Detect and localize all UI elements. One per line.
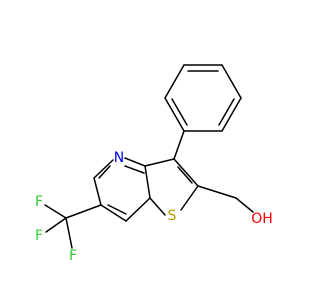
double-bond-inner (218, 98, 235, 126)
bond (93, 177, 102, 206)
bond (221, 97, 242, 132)
sulfur-label: S (168, 208, 177, 224)
bond (197, 185, 237, 199)
double-bond-inner (171, 98, 188, 126)
bond (235, 197, 254, 213)
bond (124, 157, 146, 167)
hydroxyl-label: OH (251, 211, 273, 227)
bond (65, 217, 73, 249)
bond (65, 204, 102, 219)
trifluoromethyl-group (44, 204, 102, 249)
bond (93, 159, 114, 179)
bond (44, 204, 67, 219)
pyridine-ring (93, 157, 151, 222)
double-bond-inner (177, 166, 193, 184)
bond (100, 204, 127, 222)
double-bond-inner (124, 165, 145, 174)
double-bond-inner (98, 165, 111, 179)
fluorine-label: F (35, 228, 43, 244)
fluorine-label: F (35, 194, 43, 210)
bond (144, 165, 151, 199)
bond (45, 217, 67, 233)
bond (144, 158, 175, 167)
fluorine-label: F (69, 248, 77, 264)
bond (149, 197, 166, 216)
bond (180, 185, 199, 211)
bond (125, 197, 151, 222)
thiophene-ring (144, 158, 199, 216)
double-bond-inner (107, 204, 127, 215)
bond (173, 130, 185, 160)
bond (221, 64, 242, 99)
molecule-structure-diagram: N S OH F F F (35, 64, 273, 264)
bond (164, 64, 185, 99)
nitrogen-label: N (114, 150, 124, 166)
bond (173, 158, 199, 187)
bond (164, 97, 185, 132)
phenyl-ring (164, 64, 242, 132)
